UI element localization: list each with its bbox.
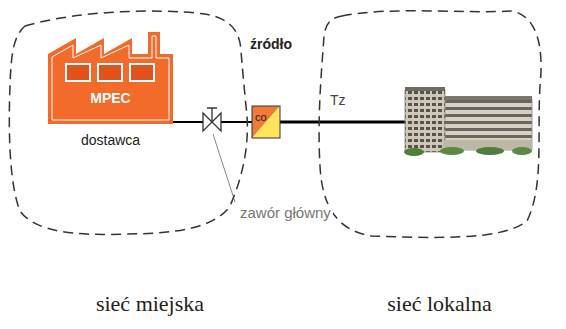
local-network-region: sieć lokalna [312, 6, 547, 246]
node-heading: źródło [247, 36, 295, 53]
leader-line [213, 134, 235, 202]
node-text: dostawca [48, 132, 173, 149]
factory-body [48, 32, 173, 124]
factory-window [98, 64, 122, 81]
exchanger-border [252, 106, 280, 138]
main-valve-symbol [203, 108, 221, 131]
node-text: co [255, 111, 267, 124]
node-heading: MPEC [48, 90, 173, 107]
factory-icon [48, 32, 173, 124]
supplier-plant: MPEC dostawca [48, 32, 178, 167]
pipe-label: Tz [330, 92, 346, 109]
dashed-boundary [9, 11, 247, 234]
heat-exchanger: źródło co [247, 36, 295, 140]
building-illustration [404, 87, 532, 156]
factory-window [66, 64, 90, 81]
dashed-boundary [319, 11, 541, 238]
region-outline [312, 6, 547, 246]
factory-inner-line [52, 36, 169, 120]
factory-window [130, 64, 154, 81]
exchanger-hot-side [252, 106, 280, 138]
region-label: sieć lokalna [322, 291, 557, 317]
region-label: sieć miejska [5, 291, 295, 317]
supply-pipe [280, 121, 405, 124]
valve-label: zawór główny [238, 204, 333, 222]
exchanger-cold-side [252, 106, 280, 138]
